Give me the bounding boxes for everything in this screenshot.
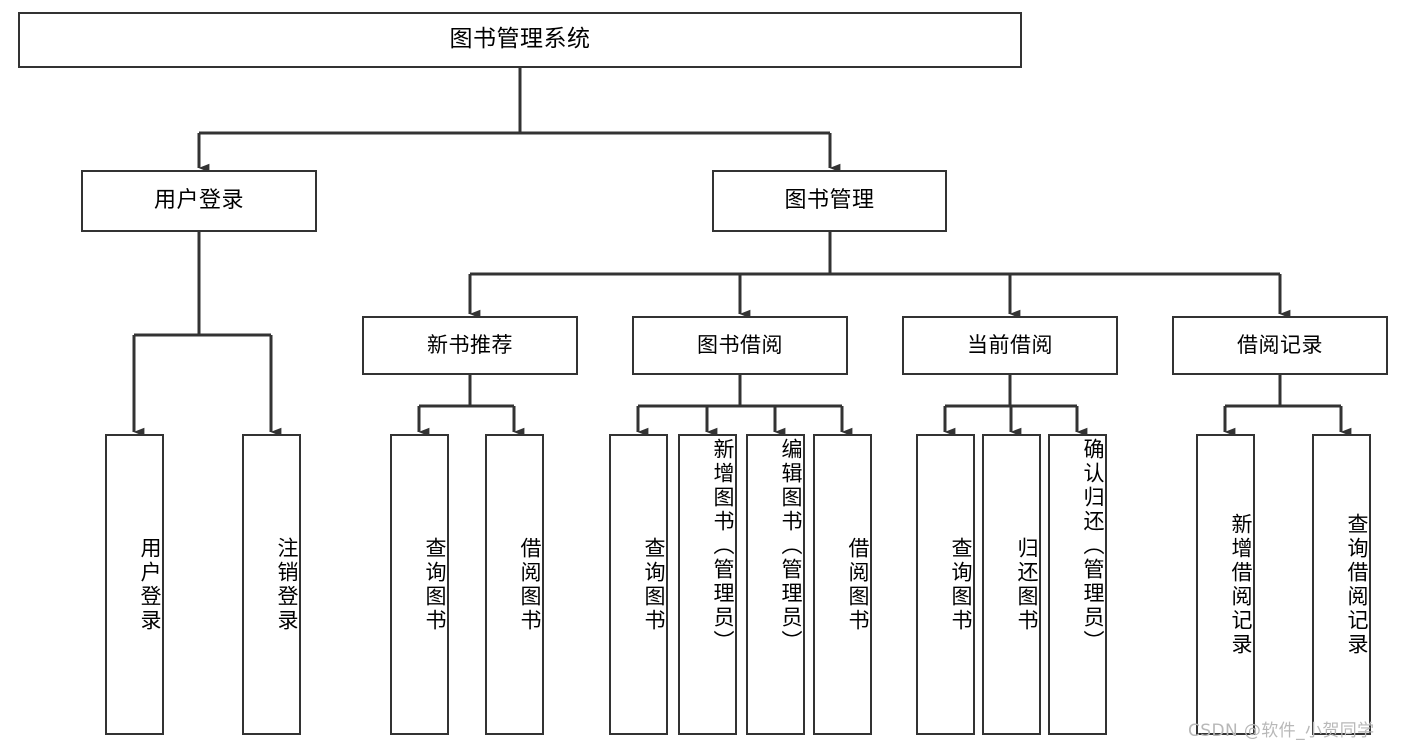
node-leaf-user-logout[interactable]: 注销登录 bbox=[242, 434, 301, 735]
node-leaf-borrow-book-1-label: 借阅图书 bbox=[518, 536, 542, 633]
node-borrow-record-label: 借阅记录 bbox=[1237, 333, 1323, 358]
node-leaf-confirm-return[interactable]: 确认归还（管理员） bbox=[1048, 434, 1107, 735]
node-book-manage-label: 图书管理 bbox=[784, 188, 875, 214]
node-user-login[interactable]: 用户登录 bbox=[81, 170, 317, 232]
node-leaf-query-book-1[interactable]: 查询图书 bbox=[390, 434, 449, 735]
node-current-borrow-label: 当前借阅 bbox=[967, 333, 1053, 358]
node-leaf-user-logout-label: 注销登录 bbox=[275, 536, 299, 633]
node-leaf-add-record[interactable]: 新增借阅记录 bbox=[1196, 434, 1255, 735]
node-current-borrow[interactable]: 当前借阅 bbox=[902, 316, 1118, 375]
node-leaf-query-book-3-label: 查询图书 bbox=[949, 536, 973, 633]
node-book-manage[interactable]: 图书管理 bbox=[712, 170, 947, 232]
node-leaf-edit-book-label: 编辑图书（管理员） bbox=[779, 438, 803, 654]
node-leaf-add-record-label: 新增借阅记录 bbox=[1229, 512, 1253, 657]
node-leaf-borrow-book-2-label: 借阅图书 bbox=[846, 536, 870, 633]
node-leaf-query-book-1-label: 查询图书 bbox=[423, 536, 447, 633]
node-borrow-record[interactable]: 借阅记录 bbox=[1172, 316, 1388, 375]
node-leaf-add-book[interactable]: 新增图书（管理员） bbox=[678, 434, 737, 735]
node-leaf-borrow-book-2[interactable]: 借阅图书 bbox=[813, 434, 872, 735]
node-new-book-recommend-label: 新书推荐 bbox=[427, 333, 513, 358]
node-leaf-add-book-label: 新增图书（管理员） bbox=[711, 438, 735, 654]
node-leaf-confirm-return-label: 确认归还（管理员） bbox=[1081, 438, 1105, 654]
node-user-login-label: 用户登录 bbox=[153, 188, 244, 214]
node-leaf-query-book-2-label: 查询图书 bbox=[642, 536, 666, 633]
node-leaf-user-login[interactable]: 用户登录 bbox=[105, 434, 164, 735]
node-new-book-recommend[interactable]: 新书推荐 bbox=[362, 316, 578, 375]
node-leaf-borrow-book-1[interactable]: 借阅图书 bbox=[485, 434, 544, 735]
node-leaf-user-login-label: 用户登录 bbox=[138, 536, 162, 633]
node-leaf-query-record-label: 查询借阅记录 bbox=[1345, 512, 1369, 657]
node-book-borrow-label: 图书借阅 bbox=[697, 333, 783, 358]
node-leaf-query-record[interactable]: 查询借阅记录 bbox=[1312, 434, 1371, 735]
node-leaf-query-book-2[interactable]: 查询图书 bbox=[609, 434, 668, 735]
node-leaf-query-book-3[interactable]: 查询图书 bbox=[916, 434, 975, 735]
node-leaf-return-book-label: 归还图书 bbox=[1015, 536, 1039, 633]
node-root[interactable]: 图书管理系统 bbox=[18, 12, 1022, 68]
node-leaf-edit-book[interactable]: 编辑图书（管理员） bbox=[746, 434, 805, 735]
node-book-borrow[interactable]: 图书借阅 bbox=[632, 316, 848, 375]
node-leaf-return-book[interactable]: 归还图书 bbox=[982, 434, 1041, 735]
node-root-label: 图书管理系统 bbox=[449, 26, 591, 53]
